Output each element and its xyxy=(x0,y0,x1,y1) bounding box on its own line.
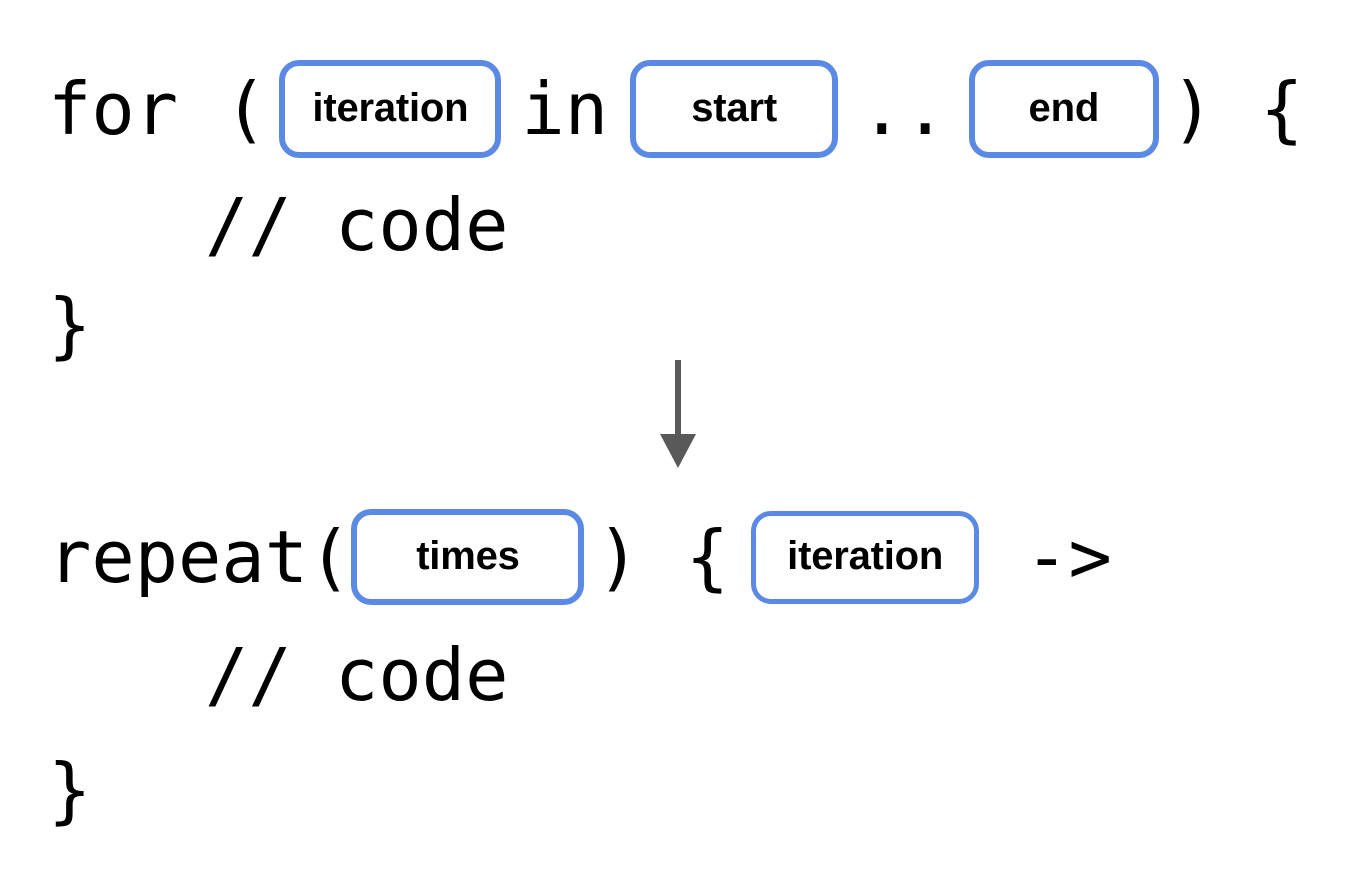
down-arrow-icon xyxy=(648,358,708,473)
slot-iteration-before[interactable]: iteration xyxy=(279,60,502,158)
function-repeat: repeat( xyxy=(48,515,352,599)
paren-close: ) xyxy=(1170,67,1215,151)
range-operator: .. xyxy=(860,67,947,151)
comment-code: // code xyxy=(205,633,509,717)
brace-open: { xyxy=(1260,67,1304,151)
code-line-comment-before: // code xyxy=(205,185,508,265)
slot-iteration-after[interactable]: iteration xyxy=(751,510,980,604)
comment-code: // code xyxy=(205,183,509,267)
code-line-brace-close-before: } xyxy=(48,285,91,365)
code-line-repeat-header: repeat( times ) { iteration -> xyxy=(48,508,1112,606)
brace-open: { xyxy=(685,515,730,599)
slot-times[interactable]: times xyxy=(351,509,585,605)
slot-start[interactable]: start xyxy=(630,60,839,158)
lambda-arrow: -> xyxy=(1025,515,1112,599)
keyword-in: in xyxy=(521,67,609,151)
brace-close: } xyxy=(48,283,92,367)
slot-end[interactable]: end xyxy=(968,60,1159,158)
keyword-for: for xyxy=(48,67,179,151)
paren-open: ( xyxy=(224,67,268,151)
code-line-comment-after: // code xyxy=(205,635,508,715)
code-line-for-header: for ( iteration in start .. end ) { xyxy=(48,60,1304,158)
code-line-brace-close-after: } xyxy=(48,750,91,830)
paren-close: ) xyxy=(596,515,640,599)
brace-close: } xyxy=(48,748,92,832)
